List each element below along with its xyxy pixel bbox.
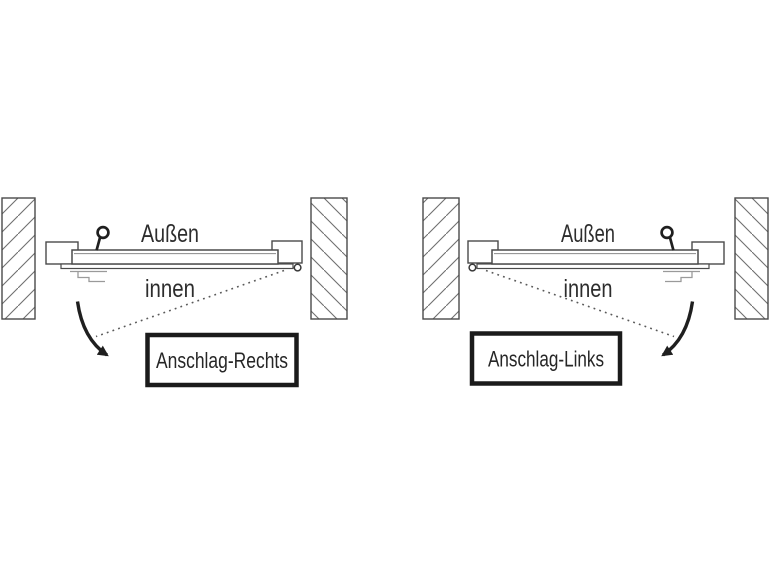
caption-box-anschlag-links: Anschlag-Links <box>469 331 623 386</box>
inside-label-right: innen <box>564 275 613 303</box>
outside-label-left: Außen <box>141 220 199 248</box>
caption-label-rechts: Anschlag-Rechts <box>156 348 288 373</box>
outside-label-right: Außen <box>561 220 615 248</box>
caption-box-anschlag-rechts: Anschlag-Rechts <box>145 332 299 388</box>
inside-label-left: innen <box>145 275 195 303</box>
caption-label-links: Anschlag-Links <box>488 347 604 372</box>
